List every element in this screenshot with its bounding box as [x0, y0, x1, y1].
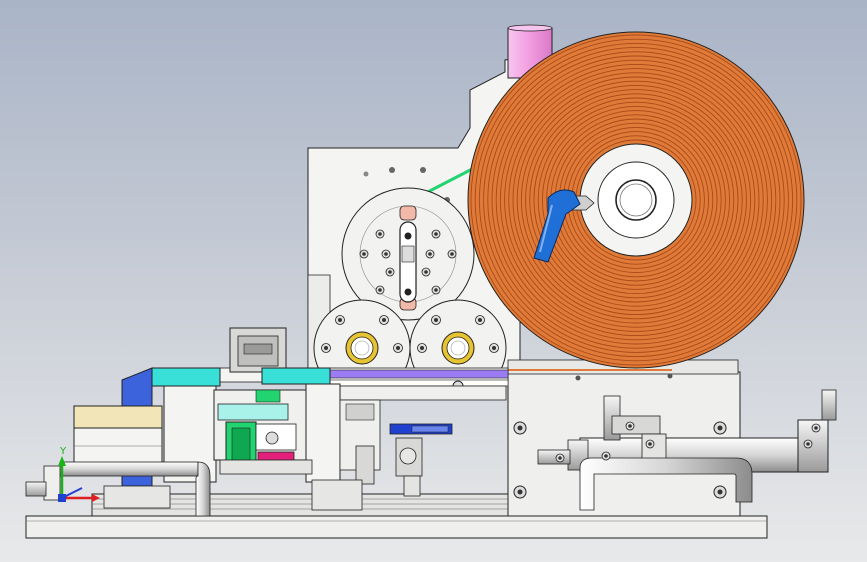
- bolt: [359, 249, 369, 259]
- bolt: [645, 439, 655, 449]
- coil-ring: [525, 89, 747, 311]
- bolt: [811, 423, 821, 433]
- coil-ring: [533, 97, 739, 303]
- coil-ring: [483, 47, 789, 353]
- left-pipe: [25, 461, 363, 517]
- bolt: [601, 451, 611, 461]
- coil-ring: [487, 51, 785, 349]
- bolt: [447, 249, 457, 259]
- coil-ring: [516, 80, 756, 320]
- reel-spindle: [615, 179, 657, 221]
- coil-ring: [504, 68, 768, 332]
- blue-actuator[interactable]: [389, 423, 453, 497]
- bolt: [803, 439, 813, 449]
- coil-ring: [499, 63, 773, 337]
- bolt: [431, 315, 441, 325]
- coil-ring: [529, 93, 743, 307]
- bolt: [625, 421, 635, 431]
- bolt: [375, 229, 385, 239]
- guide-wire: [419, 164, 479, 198]
- bolt: [555, 453, 565, 463]
- tape-reel: [467, 31, 805, 369]
- coil-ring: [508, 72, 764, 328]
- bolt: [381, 249, 391, 259]
- bolt: [375, 285, 385, 295]
- bolt: [489, 343, 499, 353]
- coil-ring: [537, 101, 735, 299]
- bolt: [417, 343, 427, 353]
- coil-ring: [491, 55, 781, 345]
- bolt: [421, 267, 431, 277]
- bolt: [393, 343, 403, 353]
- bolt: [379, 315, 389, 325]
- coil-ring: [546, 110, 726, 290]
- rotary-disk[interactable]: [341, 187, 475, 321]
- coil-ring: [474, 38, 798, 362]
- coil-ring: [520, 84, 752, 316]
- bolt: [425, 249, 435, 259]
- coil-ring: [470, 34, 802, 366]
- coordinate-triad: Y: [58, 446, 100, 502]
- bolt: [385, 267, 395, 277]
- coil-ring: [495, 59, 777, 341]
- disk-bolts: [359, 229, 457, 295]
- bolt: [321, 343, 331, 353]
- reel-coil-rings: [470, 34, 802, 366]
- hardware-bolts: [555, 421, 821, 463]
- bolt: [431, 285, 441, 295]
- feeder-mechanism[interactable]: [121, 327, 381, 487]
- bolt: [335, 315, 345, 325]
- reel-handle-icon[interactable]: [533, 189, 595, 263]
- coil-ring: [541, 105, 731, 295]
- axis-y-label: Y: [59, 446, 67, 457]
- left-block: [73, 405, 163, 465]
- bolt: [475, 315, 485, 325]
- coil-ring: [512, 76, 760, 324]
- coil-ring: [478, 42, 794, 358]
- bolt: [431, 229, 441, 239]
